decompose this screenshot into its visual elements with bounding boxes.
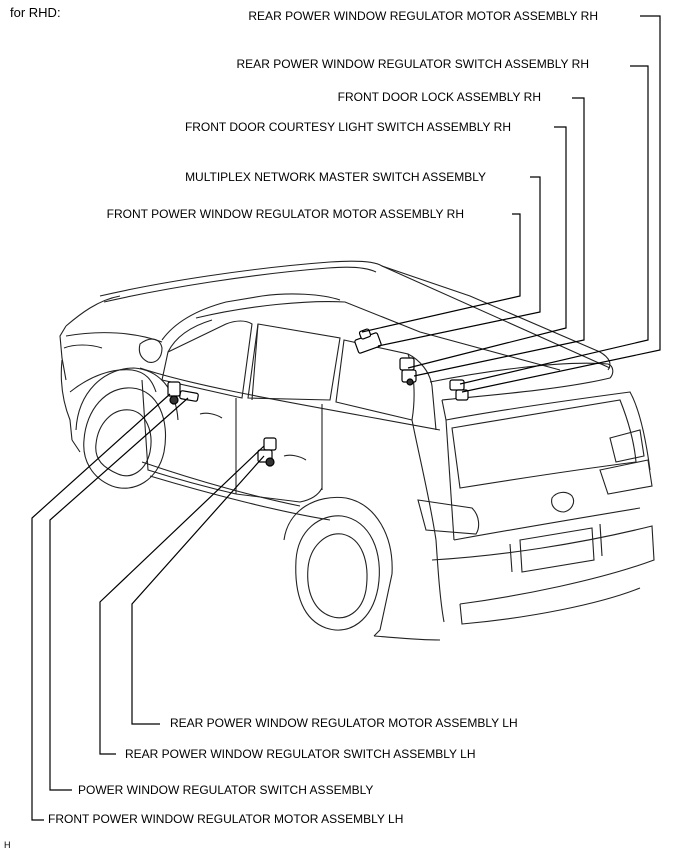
leaders-right xyxy=(361,15,661,393)
rear-pw-switch-lh-icon xyxy=(263,437,277,451)
label-front-pw-motor-lh: FRONT POWER WINDOW REGULATOR MOTOR ASSEM… xyxy=(48,812,404,826)
vehicle-outline xyxy=(59,260,655,641)
label-multiplex-master-switch: MULTIPLEX NETWORK MASTER SWITCH ASSEMBLY xyxy=(185,170,486,184)
leaders-left xyxy=(31,393,265,821)
label-front-door-lock-rh: FRONT DOOR LOCK ASSEMBLY RH xyxy=(337,90,541,104)
rear-pw-motor-rh-icon xyxy=(449,379,469,401)
label-rear-pw-motor-rh: REAR POWER WINDOW REGULATOR MOTOR ASSEMB… xyxy=(248,9,598,23)
front-door-lock-rh-icon xyxy=(399,357,417,386)
label-front-pw-motor-rh: FRONT POWER WINDOW REGULATOR MOTOR ASSEM… xyxy=(106,207,464,221)
rear-pw-motor-lh-icon xyxy=(257,449,275,467)
label-front-door-courtesy-switch-rh: FRONT DOOR COURTESY LIGHT SWITCH ASSEMBL… xyxy=(184,120,511,134)
label-rear-pw-switch-lh: REAR POWER WINDOW REGULATOR SWITCH ASSEM… xyxy=(125,747,476,761)
figure-code: H xyxy=(4,840,11,850)
label-pw-regulator-switch: POWER WINDOW REGULATOR SWITCH ASSEMBLY xyxy=(78,783,374,797)
front-pw-motor-lh-icon xyxy=(167,381,181,405)
pw-regulator-switch-icon xyxy=(179,390,199,402)
label-rear-pw-motor-lh: REAR POWER WINDOW REGULATOR MOTOR ASSEMB… xyxy=(170,716,518,730)
variant-label: for RHD: xyxy=(10,5,61,20)
multiplex-master-switch-icon xyxy=(354,328,382,354)
label-rear-pw-switch-rh: REAR POWER WINDOW REGULATOR SWITCH ASSEM… xyxy=(236,57,589,71)
